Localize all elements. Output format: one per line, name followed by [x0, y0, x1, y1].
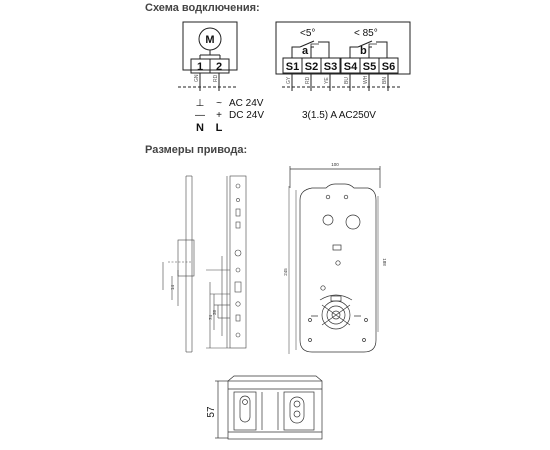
switch-a-contact: [299, 40, 315, 48]
ac-voltage-label: AC 24V: [229, 98, 264, 109]
wire-label-bu: BU: [344, 77, 350, 84]
wire-label-rd: RD: [305, 76, 311, 84]
dc-voltage-label: DC 24V: [229, 110, 264, 121]
terminal-s3-label: S3: [324, 61, 337, 73]
terminal-s2-label: S2: [305, 61, 318, 73]
side-view-thin: 14: [162, 175, 195, 353]
depth-dimension: 57: [206, 406, 217, 418]
switch-a-lead-left: [291, 46, 300, 58]
wire-label-ye: YE: [324, 77, 330, 84]
ac-line-symbol: ~: [216, 98, 222, 109]
pole-l-label: L: [216, 122, 223, 134]
terminal-s4-label: S4: [344, 61, 358, 73]
motor-wiring: [178, 21, 238, 91]
wiring-heading: Схема водключения:: [145, 2, 260, 14]
switch-b-label: b: [360, 45, 367, 57]
top-view: [215, 375, 323, 440]
switch-wiring: [275, 21, 411, 91]
side-view-profile: 74 38: [206, 175, 247, 349]
switch-a-label: a: [302, 45, 309, 57]
switch-b-contact: [357, 40, 373, 48]
switch-wire-labels: GY RD YE BU WH BN: [286, 75, 388, 84]
motor-terminal-2-label: 2: [216, 61, 222, 73]
motor-terminal-1-label: 1: [197, 61, 203, 73]
svg-text:38: 38: [212, 309, 217, 315]
ac-neutral-symbol: ⊥: [196, 98, 205, 109]
terminal-s5-label: S5: [363, 61, 376, 73]
width-dimension: 100: [331, 162, 339, 167]
height-dimension-left: 245: [283, 268, 288, 276]
wire-label-bn: BN: [382, 77, 388, 84]
wire-label-gy: GY: [286, 76, 292, 84]
switch-b-angle: < 85°: [354, 28, 378, 39]
switch-terminal-labels: S1 S2 S3 S4 S5 S6: [286, 61, 395, 73]
terminal-s6-label: S6: [382, 61, 395, 73]
pole-n-label: N: [196, 122, 204, 134]
dc-minus-symbol: —: [195, 110, 205, 121]
motor-wire-label-gn: GN: [194, 74, 200, 82]
dimensions-heading: Размеры привода:: [145, 144, 248, 156]
height-dimension-right: 188: [382, 258, 387, 266]
svg-text:74: 74: [208, 314, 213, 320]
svg-text:14: 14: [170, 284, 175, 290]
switch-rating: 3(1.5) A AC250V: [302, 110, 376, 121]
switch-a-angle: <5°: [300, 28, 315, 39]
motor-wire-label-rd: RD: [213, 74, 219, 82]
front-view: [288, 166, 381, 354]
switch-housing: [275, 21, 411, 75]
wire-label-wh: WH: [363, 75, 369, 84]
dc-plus-symbol: +: [216, 110, 222, 121]
motor-symbol-label: M: [205, 34, 214, 46]
terminal-s1-label: S1: [286, 61, 299, 73]
switch-b-lead-left: [349, 46, 358, 58]
